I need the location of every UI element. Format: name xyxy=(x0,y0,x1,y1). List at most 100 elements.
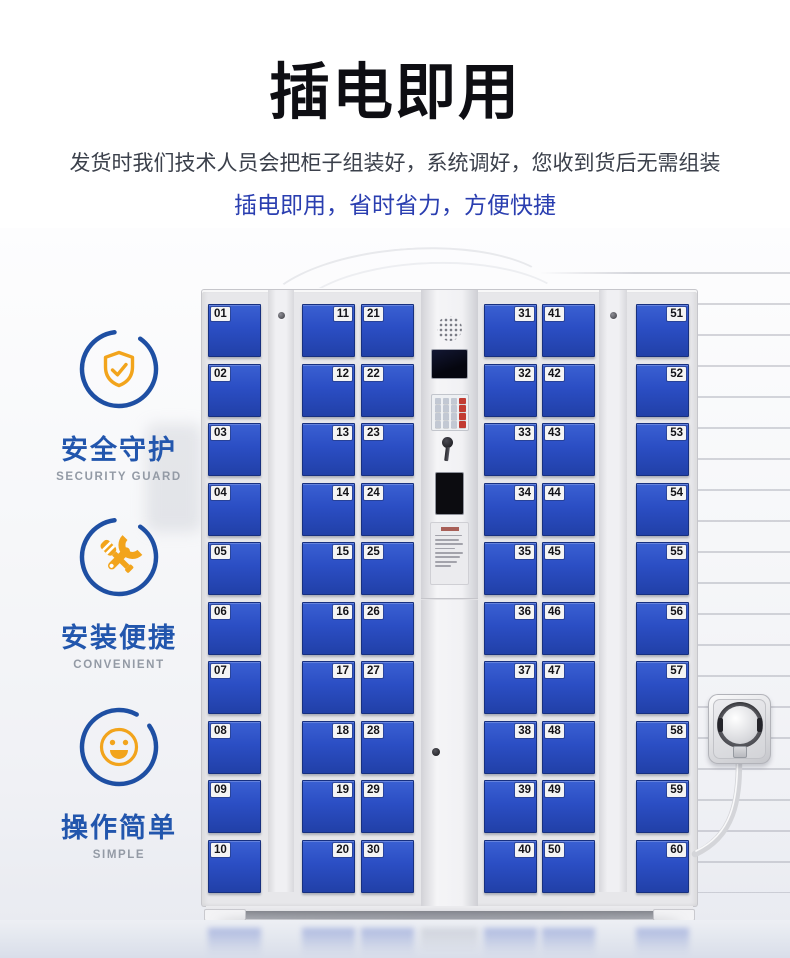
tools-icon xyxy=(41,514,197,600)
locker-door: 49 xyxy=(542,780,595,833)
door-number: 56 xyxy=(667,604,686,619)
door-number: 47 xyxy=(545,664,564,678)
door-number: 37 xyxy=(515,664,534,678)
door-number: 19 xyxy=(333,783,352,797)
locker-door: 12 xyxy=(302,363,355,417)
locker-door: 60 xyxy=(636,839,689,893)
door-number: 40 xyxy=(515,842,534,857)
door-number: 59 xyxy=(667,783,686,797)
locker-door: 14 xyxy=(302,482,355,536)
locker-door: 31 xyxy=(484,304,537,357)
door-number: 15 xyxy=(333,545,352,559)
door-number: 09 xyxy=(211,783,230,797)
locker-door: 15 xyxy=(302,542,355,595)
door-number: 32 xyxy=(515,366,534,381)
keypad-key xyxy=(442,413,450,420)
door-number: 58 xyxy=(667,723,686,738)
locker-door: 51 xyxy=(636,304,689,357)
feature-sublabel: SECURITY GUARD xyxy=(56,471,182,483)
locker-door: 08 xyxy=(208,720,261,774)
locker-door: 16 xyxy=(302,601,355,655)
locker-door: 02 xyxy=(208,363,261,417)
lower-keyhole-icon xyxy=(432,748,440,756)
keypad-key xyxy=(434,397,442,404)
locker-door: 42 xyxy=(542,363,595,417)
locker-door: 29 xyxy=(361,780,414,833)
locker-door: 41 xyxy=(542,304,595,357)
door-number: 57 xyxy=(667,664,686,678)
locker-door: 33 xyxy=(484,423,537,476)
locker-door: 32 xyxy=(484,363,537,417)
locker-column: 31 32 33 34 35 36 37 38 39 40 xyxy=(484,290,537,906)
locker-door: 54 xyxy=(636,482,689,536)
keypad-key xyxy=(458,421,466,428)
door-number: 01 xyxy=(211,307,230,321)
keypad-key xyxy=(442,397,450,404)
keypad-key xyxy=(458,413,466,420)
locker-door: 52 xyxy=(636,363,689,417)
locker-door: 47 xyxy=(542,661,595,714)
locker-door: 34 xyxy=(484,482,537,536)
plinth-recess xyxy=(236,911,663,919)
locker-door: 37 xyxy=(484,661,537,714)
locker-door: 27 xyxy=(361,661,414,714)
door-number: 34 xyxy=(515,485,534,500)
feature-label: 安全守护 xyxy=(61,435,177,465)
door-number: 35 xyxy=(515,545,534,559)
keypad-key xyxy=(434,413,442,420)
shield-check-icon xyxy=(41,326,197,412)
plug-slot-right xyxy=(756,718,762,732)
panel-reflection xyxy=(421,928,478,958)
hanging-key-icon xyxy=(443,446,450,462)
plug-stem xyxy=(732,746,747,758)
keypad-key xyxy=(458,397,466,404)
locker-door: 05 xyxy=(208,542,261,595)
keypad-key xyxy=(442,421,450,428)
locker-door: 26 xyxy=(361,601,414,655)
door-number: 26 xyxy=(364,604,383,619)
locker-door: 01 xyxy=(208,304,261,357)
feature-security: 安全守护 SECURITY GUARD xyxy=(41,326,197,483)
door-number: 24 xyxy=(364,485,383,500)
door-number: 46 xyxy=(545,604,564,619)
door-number: 27 xyxy=(364,664,383,678)
door-number: 43 xyxy=(545,426,564,440)
door-number: 12 xyxy=(333,366,352,381)
door-number: 18 xyxy=(333,723,352,738)
door-number: 28 xyxy=(364,723,383,738)
plug-slot-left xyxy=(717,718,723,732)
locker-door: 36 xyxy=(484,601,537,655)
door-number: 38 xyxy=(515,723,534,738)
feature-sublabel: SIMPLE xyxy=(92,849,146,861)
locker-door: 13 xyxy=(302,423,355,476)
door-number: 39 xyxy=(515,783,534,797)
door-number: 25 xyxy=(364,545,383,559)
locker-column: 11 12 13 14 15 16 17 18 19 20 xyxy=(302,290,355,906)
locker-door: 35 xyxy=(484,542,537,595)
door-number: 52 xyxy=(667,366,686,381)
screw-icon xyxy=(609,312,617,319)
door-number: 20 xyxy=(333,842,352,857)
locker-door: 39 xyxy=(484,780,537,833)
keypad xyxy=(431,394,469,431)
door-number: 04 xyxy=(211,485,230,500)
power-cable xyxy=(691,756,743,858)
door-number: 13 xyxy=(333,426,352,440)
locker-door: 18 xyxy=(302,720,355,774)
locker-door: 40 xyxy=(484,839,537,893)
keypad-key xyxy=(434,421,442,428)
locker-door: 43 xyxy=(542,423,595,476)
door-reflection xyxy=(542,928,595,958)
door-number: 06 xyxy=(211,604,230,619)
door-number: 17 xyxy=(333,664,352,678)
background-arcs xyxy=(250,240,590,288)
feature-label: 安装便捷 xyxy=(61,623,177,653)
door-number: 22 xyxy=(364,366,383,381)
door-number: 44 xyxy=(545,485,564,500)
page-title: 插电即用 xyxy=(268,58,521,126)
locker-door: 11 xyxy=(302,304,355,357)
keypad-key xyxy=(434,405,442,412)
